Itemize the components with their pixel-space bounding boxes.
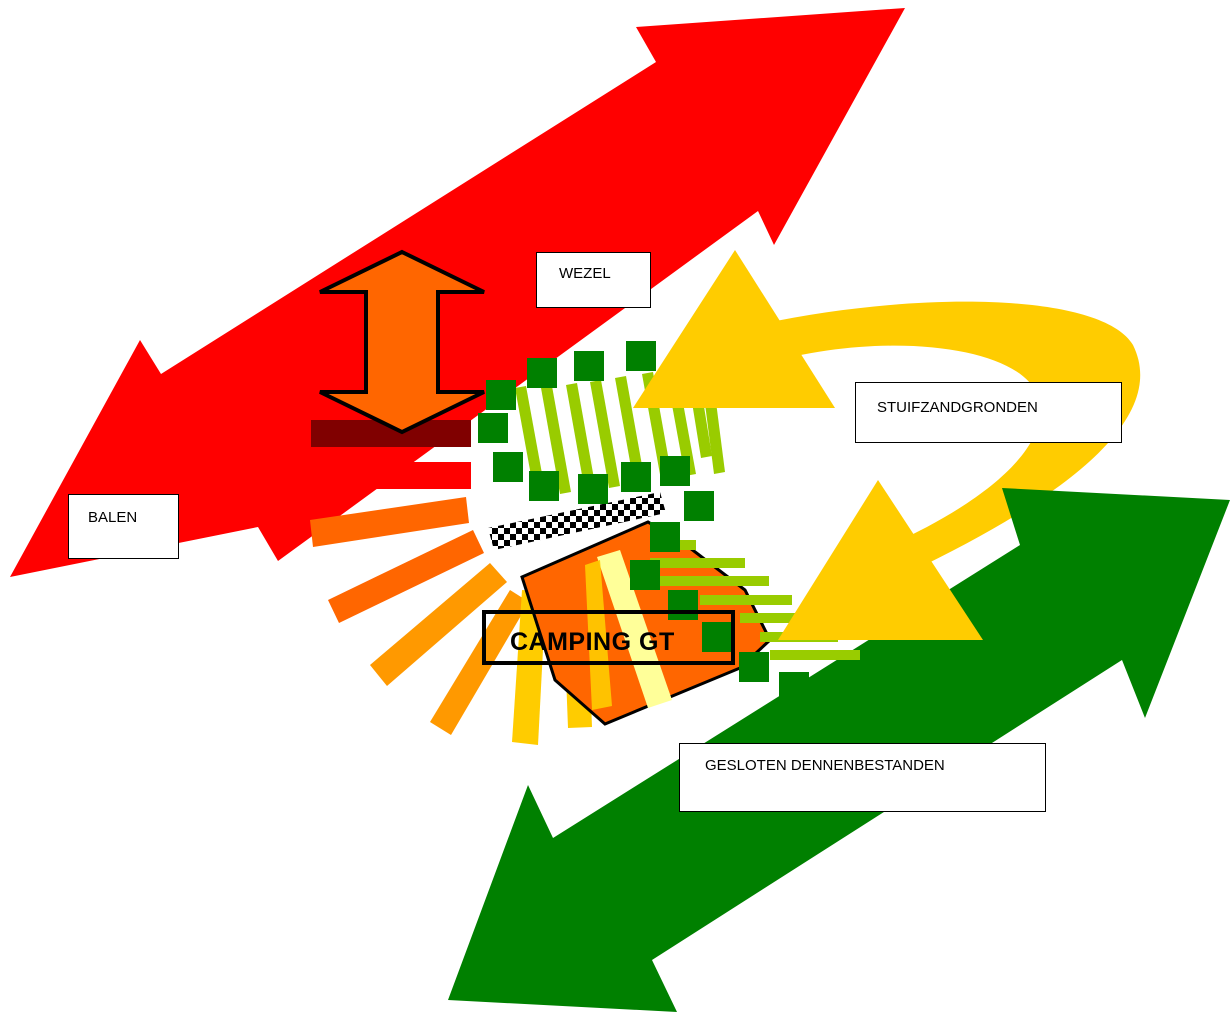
yellow-triangle-bottom — [778, 480, 983, 640]
label-camping: CAMPING GT — [482, 610, 735, 665]
yellow-triangle-top — [633, 250, 835, 408]
green-squares — [478, 341, 809, 702]
checkered-road — [488, 492, 666, 550]
camping-yellow-stripe — [585, 560, 612, 710]
label-gesloten-dennenbestanden: GESLOTEN DENNENBESTANDEN — [679, 743, 1046, 812]
red-bar — [330, 462, 471, 489]
label-wezel: WEZEL — [536, 252, 651, 308]
yellow-curved-band — [735, 301, 1141, 572]
label-balen: BALEN — [68, 494, 179, 559]
camping-pale-stripe — [597, 550, 672, 708]
orange-vertical-double-arrow — [319, 249, 485, 435]
label-stuifzandgronden: STUIFZANDGRONDEN — [855, 382, 1122, 443]
